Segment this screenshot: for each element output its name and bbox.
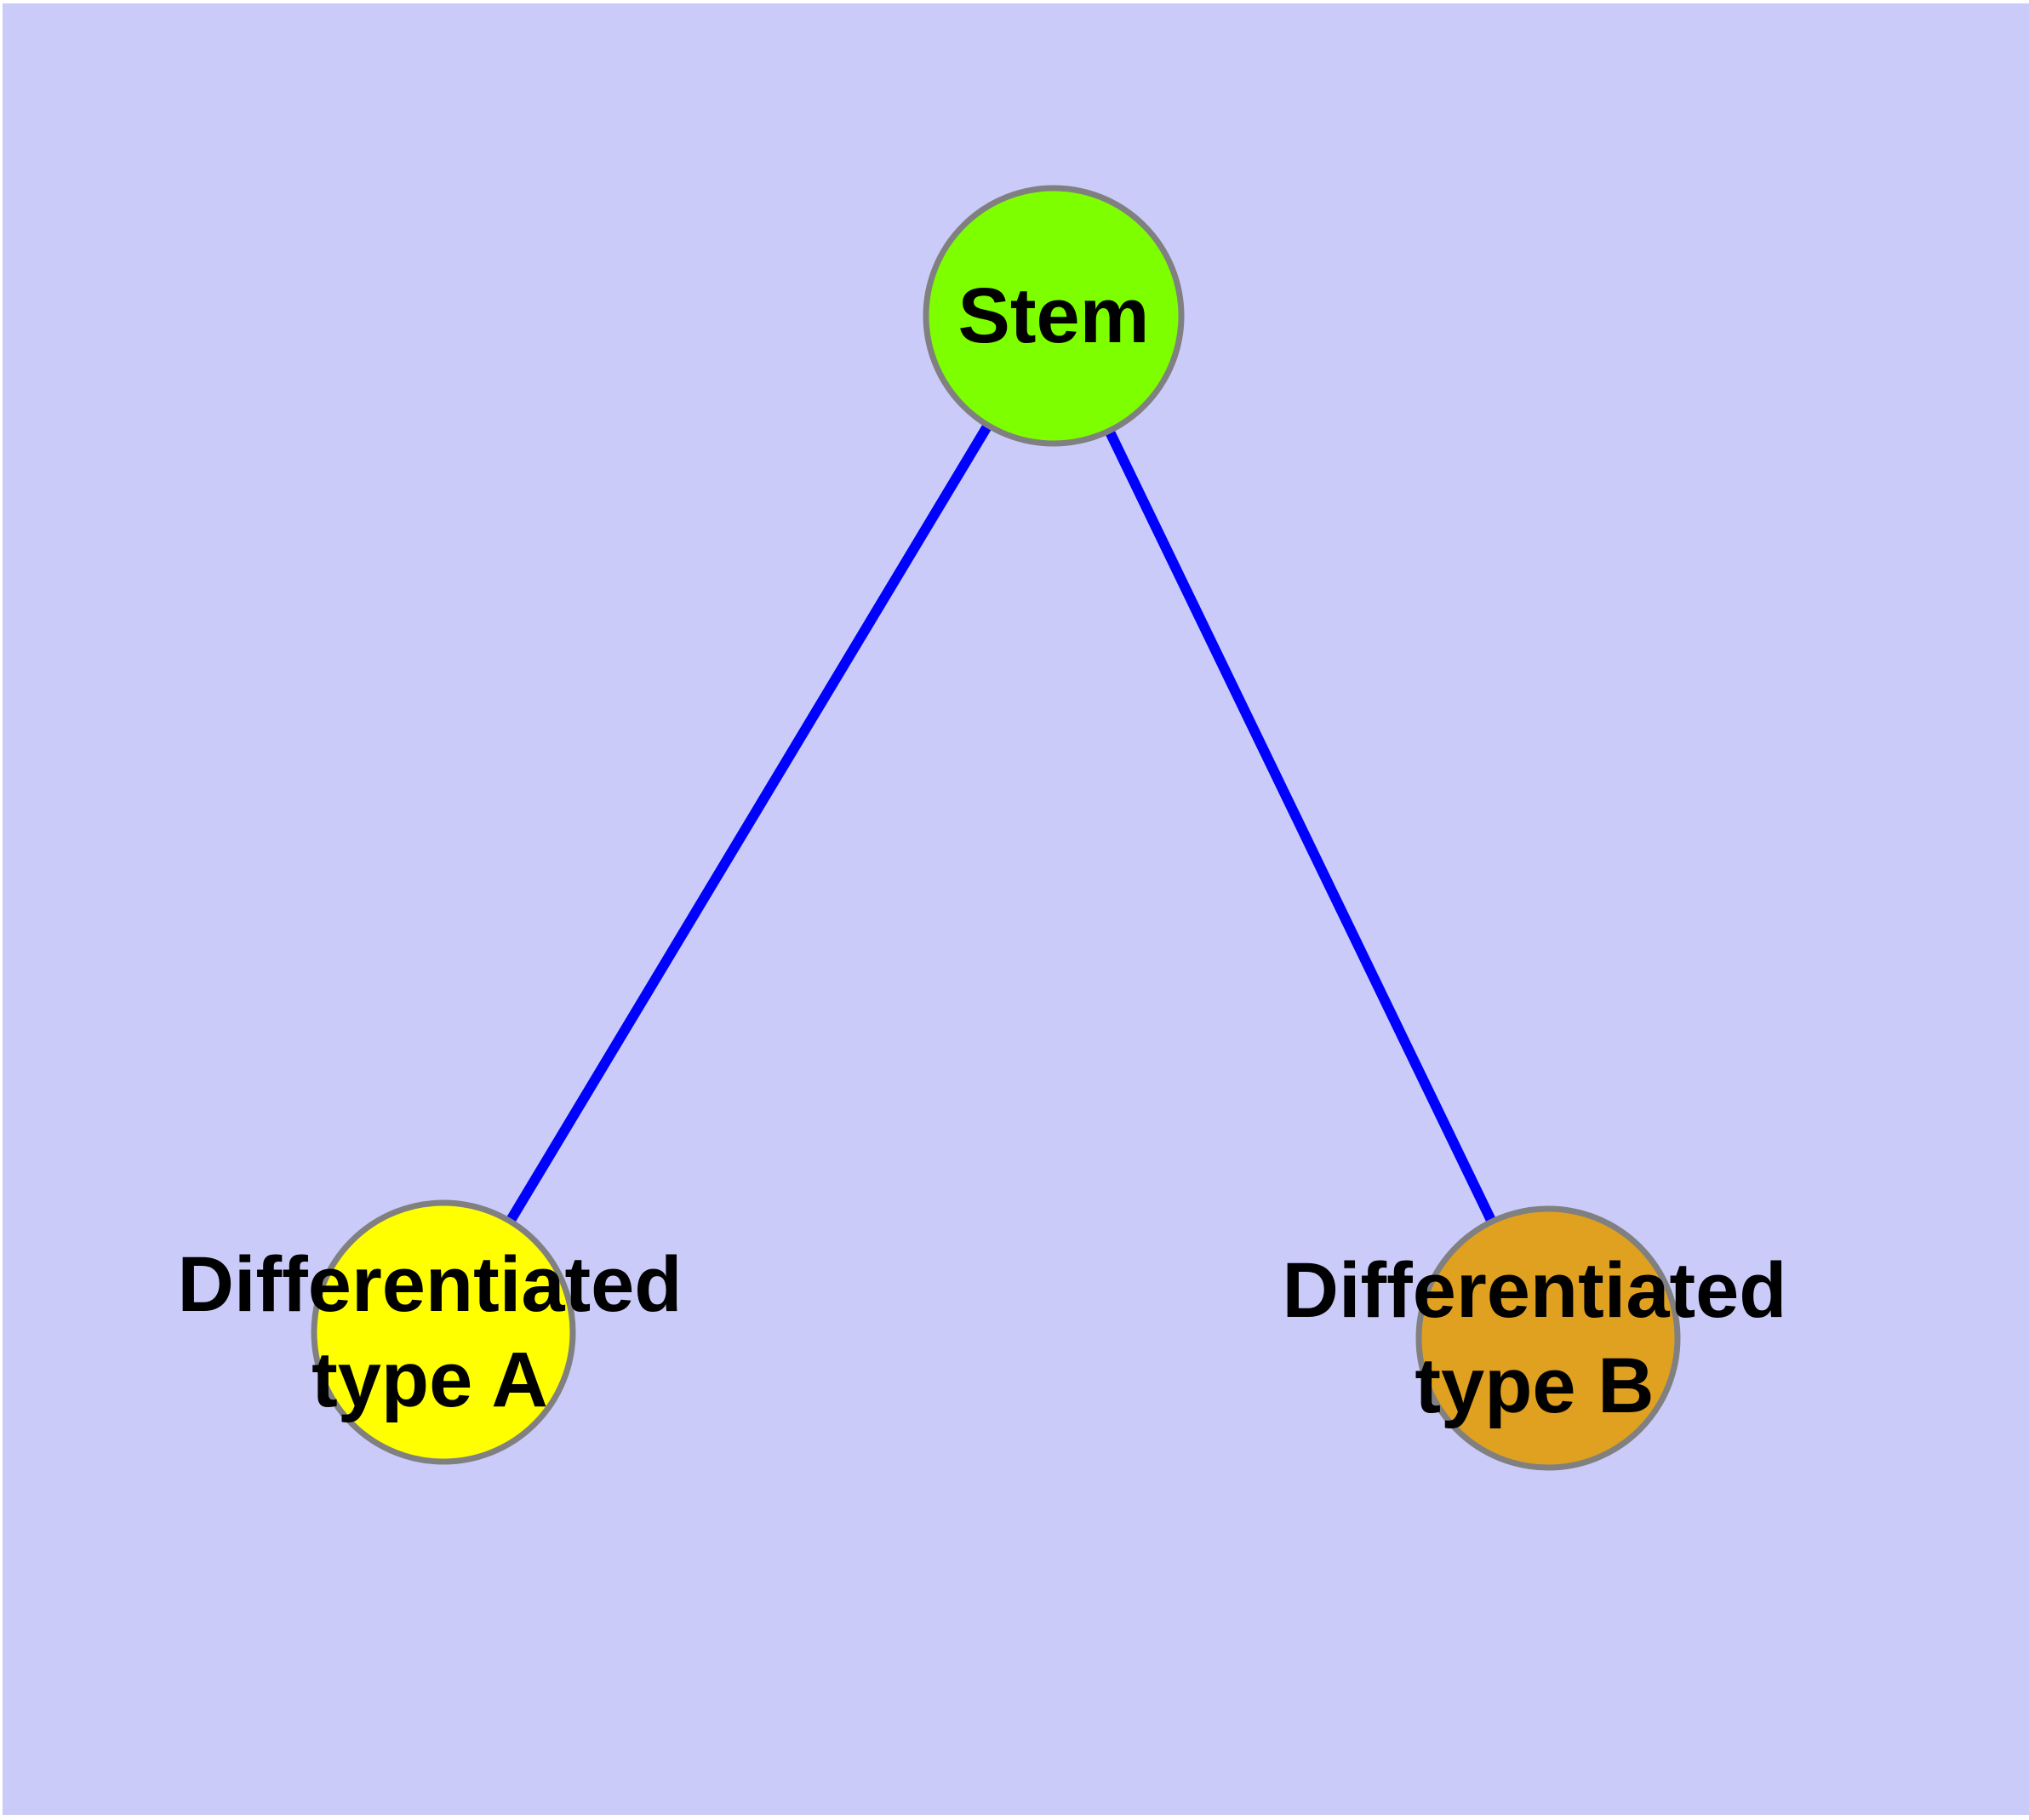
type-a-node-circle [311,1199,576,1465]
edge-stem-to-type-a [438,312,1059,1336]
edge-stem-to-type-b [1049,313,1553,1341]
stem-node-circle [923,185,1185,447]
type-b-node-circle [1415,1205,1681,1471]
